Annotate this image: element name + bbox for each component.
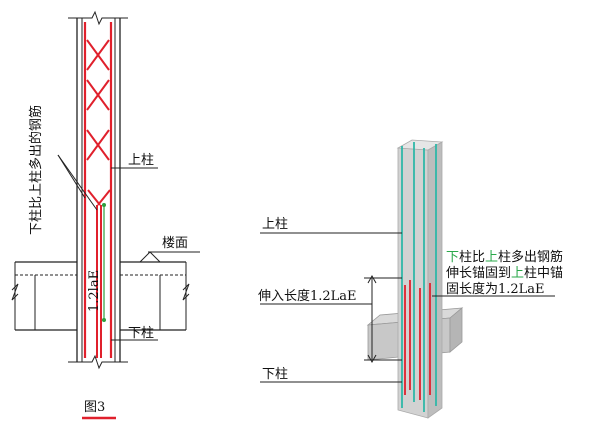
note-highlight-upper: 上 bbox=[485, 250, 498, 265]
note-highlight-upper-2: 上 bbox=[511, 266, 524, 281]
vertical-note-label: 下柱比上柱多出的钢筋 bbox=[28, 105, 44, 235]
figure-caption: 图3 bbox=[84, 400, 105, 415]
right-3d-column bbox=[260, 139, 555, 419]
note-line-3: 固长度为1.2LaE bbox=[446, 281, 545, 297]
anchor-length-label: 1.2laE bbox=[87, 270, 102, 312]
lower-column-label-right: 下柱 bbox=[262, 367, 288, 382]
note-highlight-lower: 下 bbox=[446, 250, 459, 265]
note-line-2: 伸长锚固到上柱中锚 bbox=[446, 266, 563, 281]
note-text-a: 柱比 bbox=[459, 250, 485, 265]
note-text-d: 柱中锚 bbox=[524, 266, 563, 281]
note-line-1: 下柱比上柱多出钢筋 bbox=[446, 249, 563, 265]
floor-surface-label: 楼面 bbox=[162, 236, 188, 251]
lower-column-label-left: 下柱 bbox=[128, 326, 154, 341]
left-column-section bbox=[11, 10, 200, 370]
note-text-b: 柱多出钢筋 bbox=[498, 249, 563, 265]
extend-length-label: 伸入长度1.2LaE bbox=[258, 288, 357, 304]
upper-column-label-right: 上柱 bbox=[262, 217, 288, 232]
note-text-c: 伸长锚固到 bbox=[446, 266, 511, 281]
upper-column-label-left: 上柱 bbox=[128, 153, 154, 168]
